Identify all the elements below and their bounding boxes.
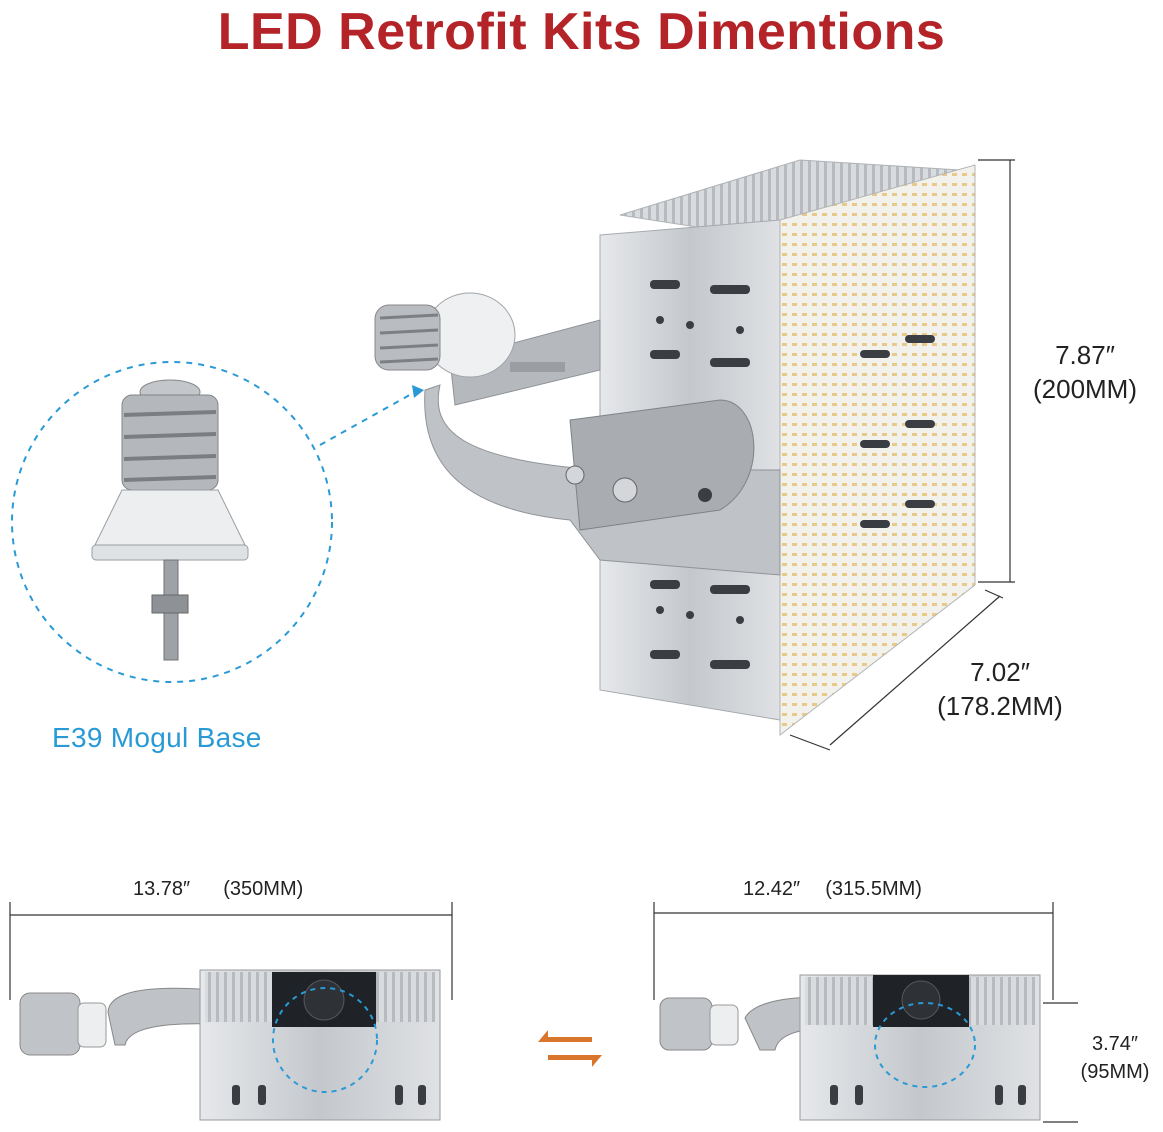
main-lamp-image: [374, 159, 976, 737]
depth-inches: 7.02″: [970, 657, 1030, 687]
swap-arrows-icon: [538, 1030, 602, 1067]
side-height-lines: [1043, 1002, 1078, 1123]
folded-width-inches: 12.42″: [743, 878, 801, 900]
side-height-label: 3.74″ (95MM): [1070, 1030, 1160, 1086]
depth-dimension-lines: [789, 589, 1004, 751]
depth-mm: (178.2MM): [937, 691, 1063, 721]
extended-width-lines: [9, 902, 453, 1000]
folded-width-label: 12.42″ (315.5MM): [743, 878, 922, 901]
side-height-mm: (95MM): [1080, 1061, 1150, 1083]
depth-dimension-label: 7.02″ (178.2MM): [915, 655, 1085, 723]
folded-view-image: [653, 902, 1078, 1123]
height-dimension-label: 7.87″ (200MM): [1015, 338, 1155, 406]
height-mm: (200MM): [1032, 374, 1137, 404]
mogul-base-zoom: [11, 361, 424, 683]
side-height-inches: 3.74″: [1091, 1033, 1138, 1055]
page-title: LED Retrofit Kits Dimentions: [217, 3, 946, 61]
extended-view-image: [9, 902, 453, 1121]
extended-width-mm: (350MM): [223, 878, 304, 900]
mogul-base-label: E39 Mogul Base: [52, 722, 262, 753]
folded-width-lines: [653, 902, 1054, 1000]
height-dimension-lines: [978, 159, 1015, 583]
height-inches: 7.87″: [1055, 340, 1115, 370]
extended-width-inches: 13.78″: [133, 878, 191, 900]
folded-width-mm: (315.5MM): [825, 878, 922, 900]
extended-width-label: 13.78″ (350MM): [133, 878, 303, 901]
